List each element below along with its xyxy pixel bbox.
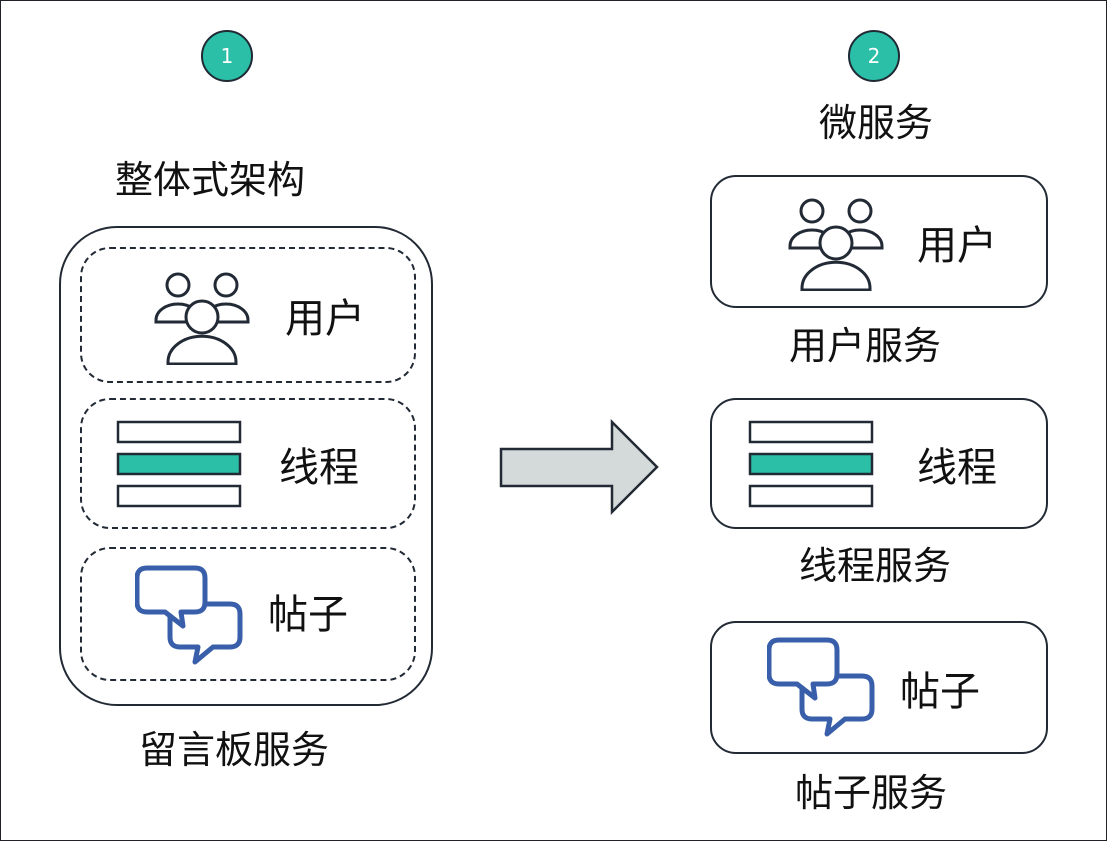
service-card-threads: 线程: [710, 398, 1048, 529]
microservices-title: 微服务: [819, 101, 934, 145]
chat-icon: [135, 565, 243, 665]
step-2-badge: 2: [848, 30, 900, 82]
step-2-number: 2: [867, 44, 881, 68]
monolith-threads-label: 线程: [279, 445, 359, 491]
service-card-users: 用户: [710, 175, 1048, 308]
step-1-badge: 1: [201, 30, 253, 82]
threads-icon: [116, 420, 242, 508]
monolith-caption: 留言板服务: [139, 728, 330, 772]
transition-arrow-icon: [499, 419, 659, 516]
service-users-label: 用户: [917, 223, 997, 269]
step-1-number: 1: [220, 44, 234, 68]
service-posts-label: 帖子: [900, 669, 980, 715]
monolith-module-posts: 帖子: [80, 547, 416, 681]
chat-icon: [767, 637, 875, 737]
monolith-users-label: 用户: [285, 296, 365, 342]
monolith-posts-label: 帖子: [268, 592, 348, 638]
users-icon: [788, 198, 884, 291]
monolith-module-users: 用户: [80, 247, 416, 383]
users-icon: [154, 272, 250, 365]
monolith-container: [59, 226, 433, 706]
service-users-caption: 用户服务: [789, 324, 942, 368]
service-posts-caption: 帖子服务: [795, 771, 948, 815]
monolith-module-threads: 线程: [80, 398, 416, 529]
service-threads-caption: 线程服务: [799, 544, 952, 588]
threads-icon: [748, 420, 874, 508]
service-threads-label: 线程: [917, 445, 997, 491]
monolith-title: 整体式架构: [115, 158, 306, 202]
service-card-posts: 帖子: [710, 621, 1048, 754]
